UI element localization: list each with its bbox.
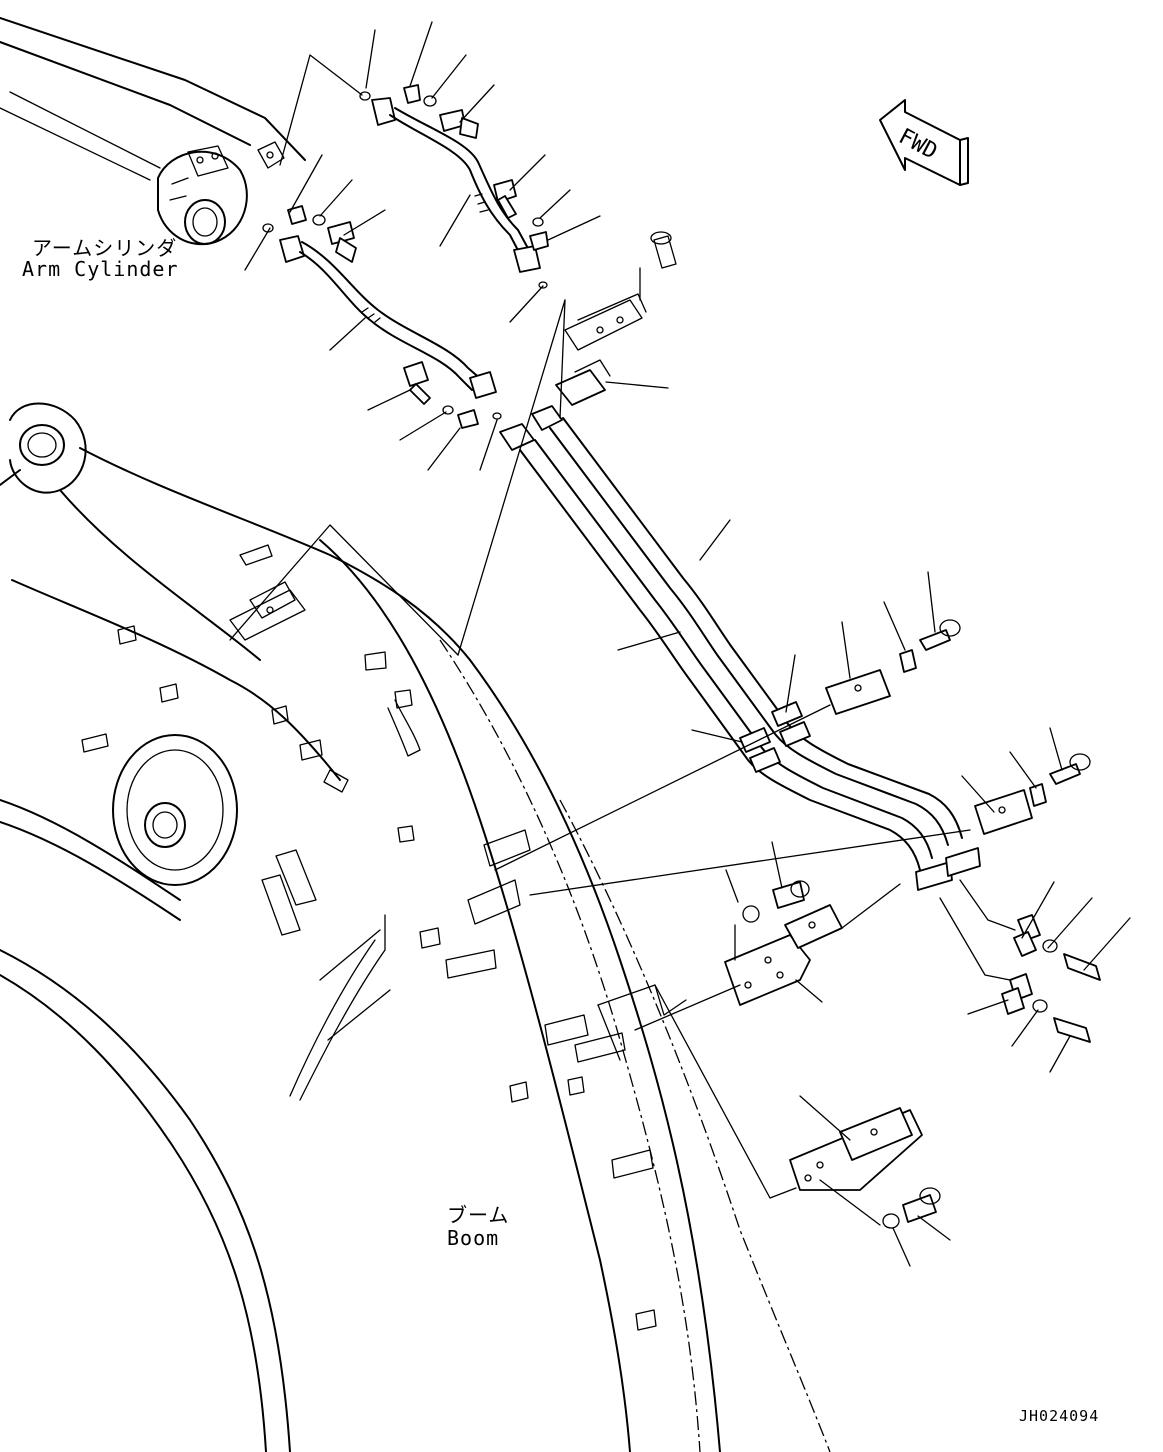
arm-cylinder [157,141,285,246]
leader-lines-cylinder [244,54,363,271]
steel-tubes [499,405,981,891]
callout-lines-upper [289,21,601,471]
arm-outline [0,17,306,181]
arm-cylinder-label-jp: アームシリンダ [32,236,178,260]
arm-cylinder-label-en: Arm Cylinder [22,257,179,281]
boom-boss [112,734,238,886]
bracket-middle [597,841,901,1061]
upper-hose-left [279,235,497,399]
boom-outline [0,402,831,1452]
upper-hose-right [371,97,541,273]
flange-fittings-lower [939,879,1131,1073]
callout-lines-tubes [617,519,796,743]
bracket-lower [654,984,951,1267]
upper-clamp-assembly [555,231,677,419]
boom-label-jp: ブーム [447,1203,510,1227]
fwd-label: FWD [894,124,941,165]
clamp-assembly-right [825,571,1091,835]
boom-label-en: Boom [447,1226,500,1250]
leader-lines-boom [229,299,971,896]
boom-hardware [81,544,657,1331]
drawing-code: JH024094 [1019,1407,1100,1425]
fittings-upper [262,84,549,429]
fwd-arrow-icon: FWD [879,99,969,186]
